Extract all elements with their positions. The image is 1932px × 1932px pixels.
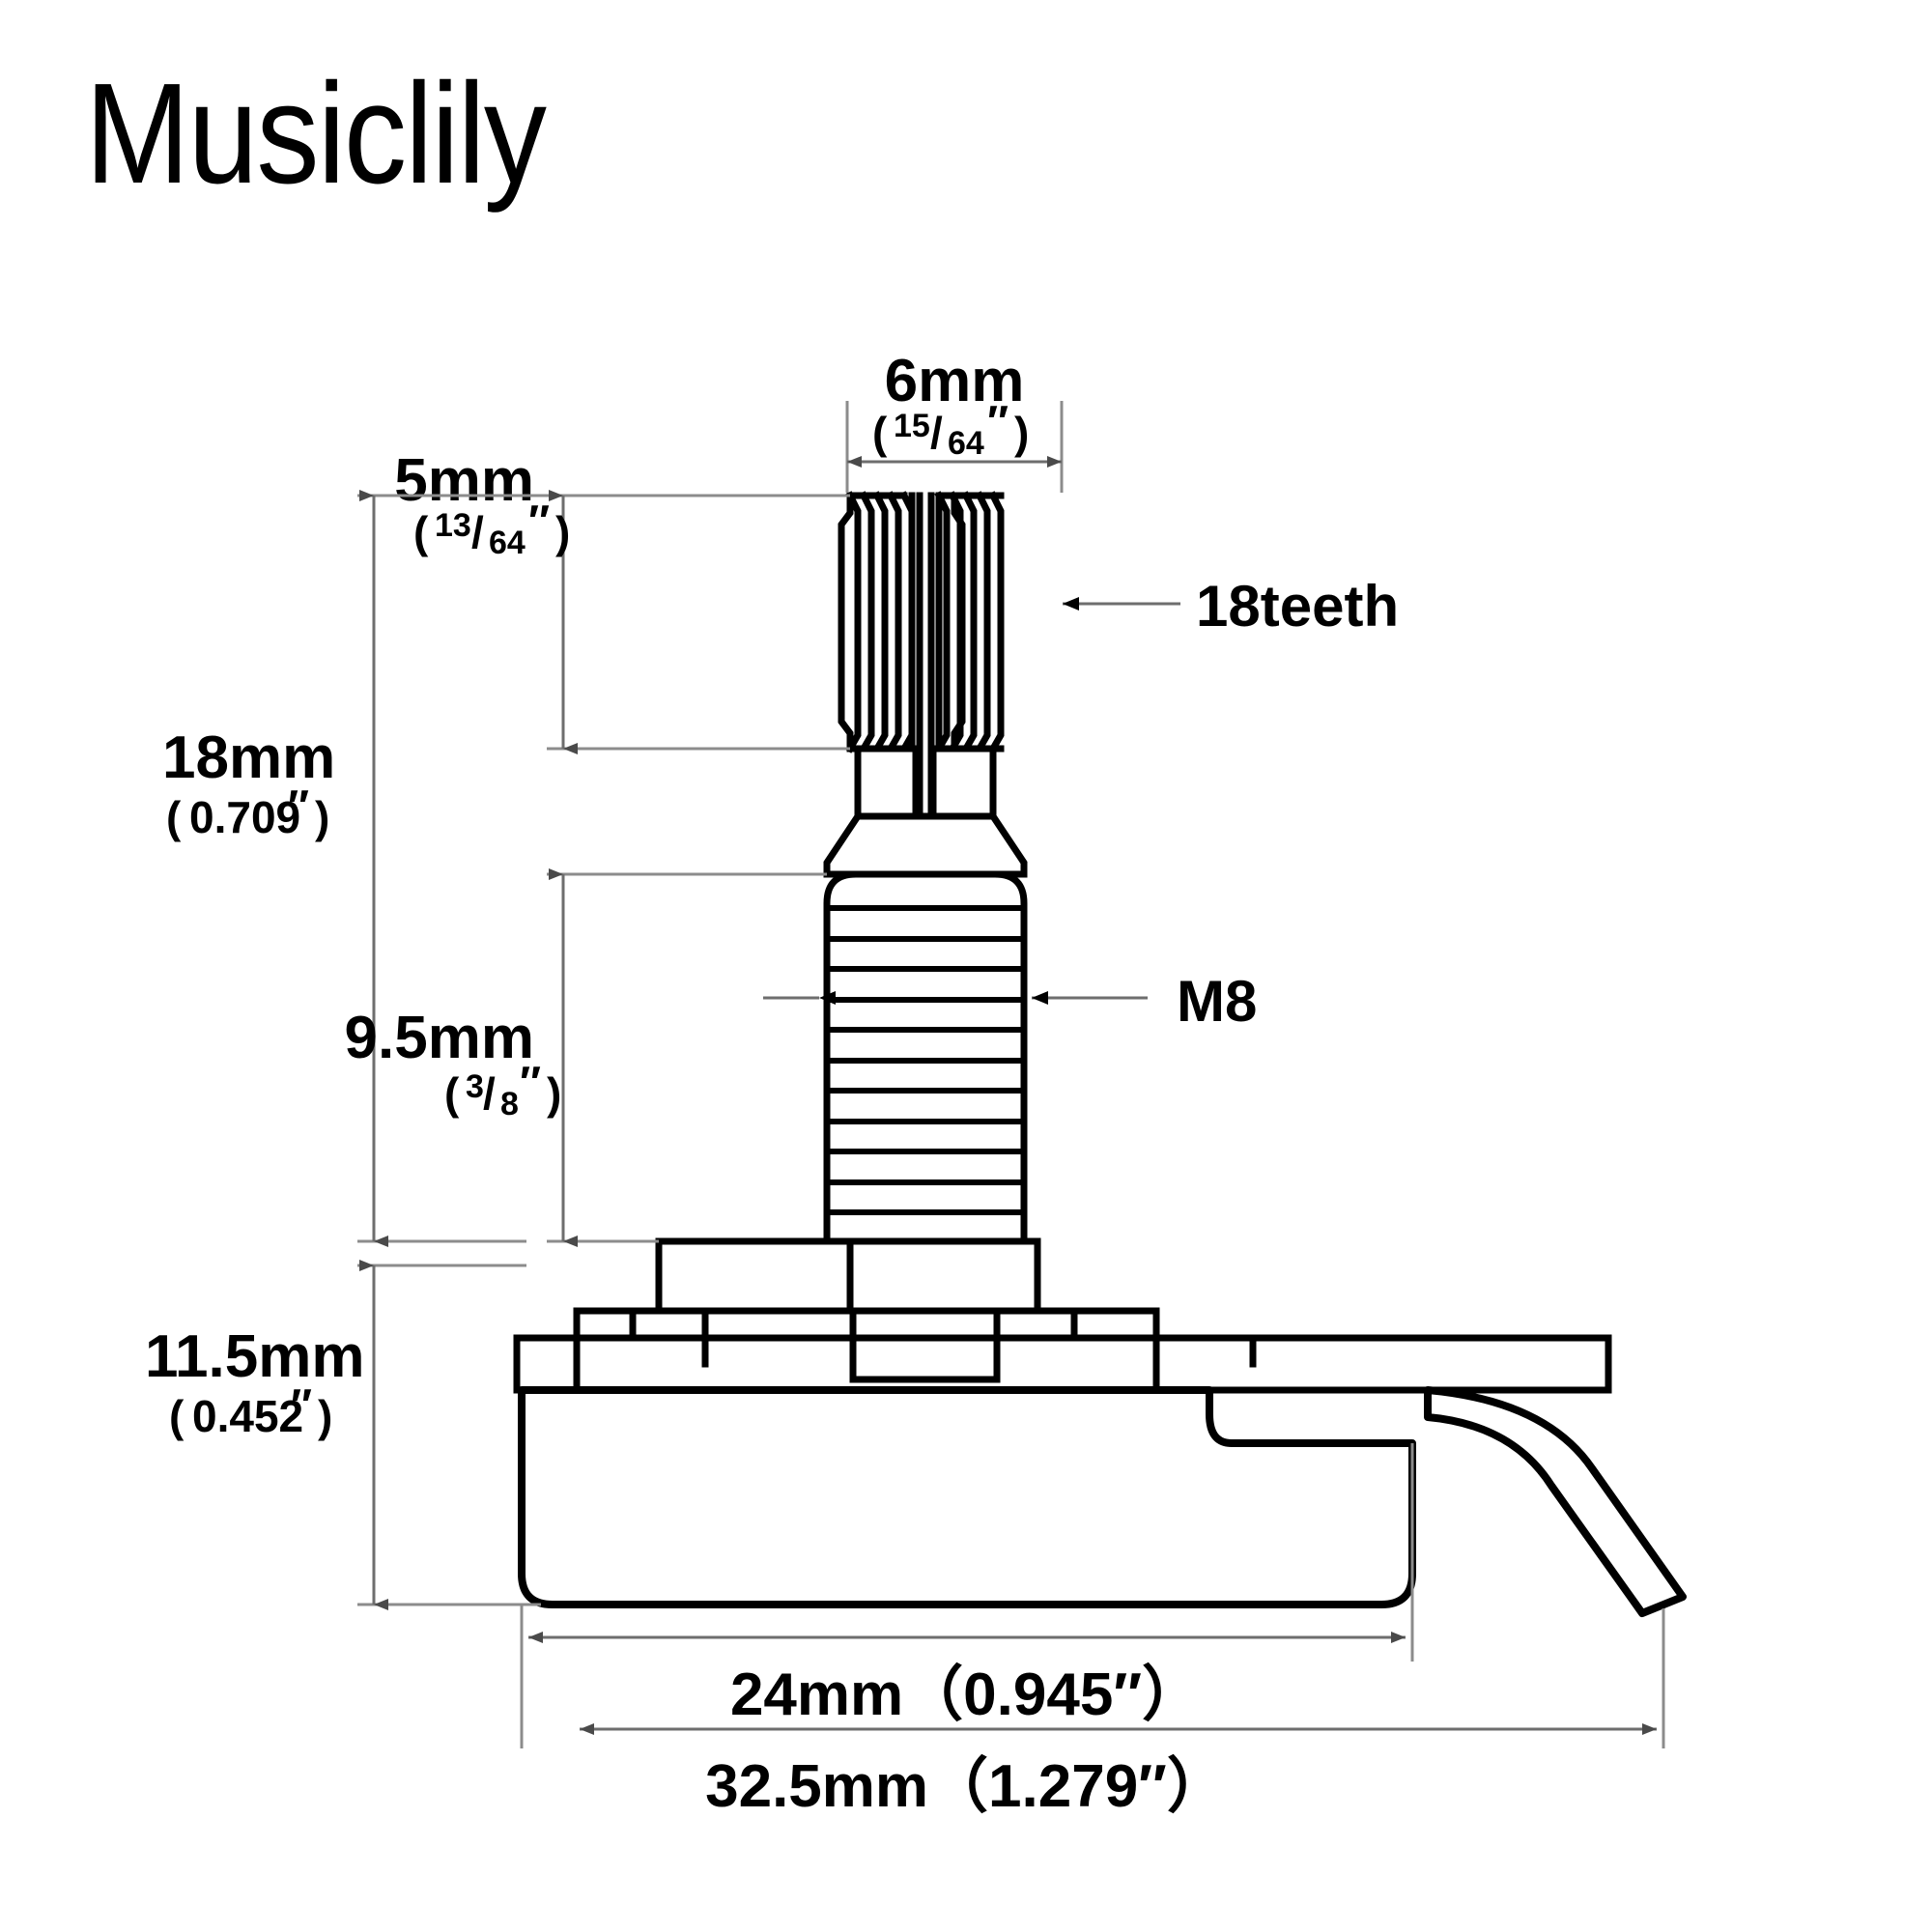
svg-text:(: ( — [413, 507, 429, 557]
teeth-callout-label: 18teeth — [1196, 574, 1399, 639]
shaft-teeth-left — [845, 491, 916, 753]
spline-height-sub-label: ( 13 / 64 ″ ) — [413, 496, 570, 561]
keyway-tab — [849, 1334, 1001, 1383]
overall-height-sub-label: ( 0.709 ″ ) — [166, 781, 329, 842]
svg-text:8: 8 — [500, 1086, 519, 1122]
svg-text:3: 3 — [466, 1068, 484, 1105]
thread-callout: M8 — [763, 969, 1257, 1034]
svg-text:64: 64 — [948, 425, 984, 462]
svg-text:(: ( — [166, 792, 182, 842]
overall-height-dimension: 18mm ( 0.709 ″ ) — [162, 490, 547, 1247]
svg-text:″: ″ — [291, 1379, 312, 1430]
solder-lug — [1424, 1386, 1687, 1617]
svg-text:0.452: 0.452 — [192, 1391, 303, 1441]
thread-length-dimension: 9.5mm ( 3 / 8 ″ ) — [345, 868, 827, 1247]
svg-text:(: ( — [169, 1391, 185, 1441]
svg-text:): ) — [1014, 408, 1029, 458]
shaft-width-dimension: 6mm ( 15 / 64 ″ ) — [845, 348, 1064, 493]
bushing-shoulder — [823, 812, 1028, 878]
shaft-width-main-label: 6mm — [885, 348, 1025, 414]
brand-logo: Musiclily — [85, 54, 547, 213]
thread-length-main-label: 9.5mm — [345, 1005, 534, 1071]
splined-shaft — [838, 491, 1005, 753]
mounting-tiers — [513, 1237, 1612, 1394]
overall-height-main-label: 18mm — [162, 724, 335, 791]
body-height-sub-label: ( 0.452 ″ ) — [169, 1379, 332, 1441]
shaft-neck — [854, 745, 997, 820]
svg-text:/: / — [483, 1068, 496, 1119]
svg-text:″: ″ — [987, 396, 1009, 446]
pot-body — [513, 1386, 1416, 1608]
teeth-callout: 18teeth — [1063, 574, 1399, 639]
svg-text:(: ( — [872, 408, 888, 458]
svg-text:13: 13 — [435, 507, 471, 544]
svg-text:/: / — [930, 408, 943, 458]
shaft-teeth-right — [934, 491, 1005, 753]
svg-text:″: ″ — [288, 781, 309, 831]
svg-text:″: ″ — [528, 496, 550, 546]
overall-width-label: 32.5mm（1.279″） — [705, 1752, 1227, 1820]
svg-text:): ) — [547, 1068, 561, 1119]
body-height-main-label: 11.5mm — [145, 1323, 365, 1390]
mounting-flange — [513, 1334, 1612, 1394]
body-width-dimension: 24mm（0.945″） — [520, 1443, 1414, 1728]
spline-height-main-label: 5mm — [394, 447, 534, 514]
svg-text:″: ″ — [520, 1057, 541, 1107]
thread-callout-label: M8 — [1177, 969, 1257, 1034]
svg-text:): ) — [318, 1391, 332, 1441]
threaded-bushing — [823, 870, 1028, 1245]
svg-text:): ) — [555, 507, 570, 557]
thread-length-sub-label: ( 3 / 8 ″ ) — [444, 1057, 561, 1122]
shaft-width-sub-label: ( 15 / 64 ″ ) — [872, 396, 1029, 462]
body-height-dimension: 11.5mm ( 0.452 ″ ) — [145, 1260, 541, 1610]
overall-width-dimension: 32.5mm（1.279″） — [520, 1605, 1665, 1820]
body-width-label: 24mm（0.945″） — [730, 1661, 1202, 1728]
svg-text:64: 64 — [489, 525, 526, 561]
spline-height-dimension: 5mm ( 13 / 64 ″ ) — [394, 447, 850, 754]
svg-text:): ) — [315, 792, 329, 842]
svg-text:0.709: 0.709 — [189, 792, 300, 842]
svg-text:/: / — [471, 507, 484, 557]
svg-text:15: 15 — [894, 408, 930, 444]
svg-text:(: ( — [444, 1068, 460, 1119]
thread-lines — [827, 905, 1024, 1215]
